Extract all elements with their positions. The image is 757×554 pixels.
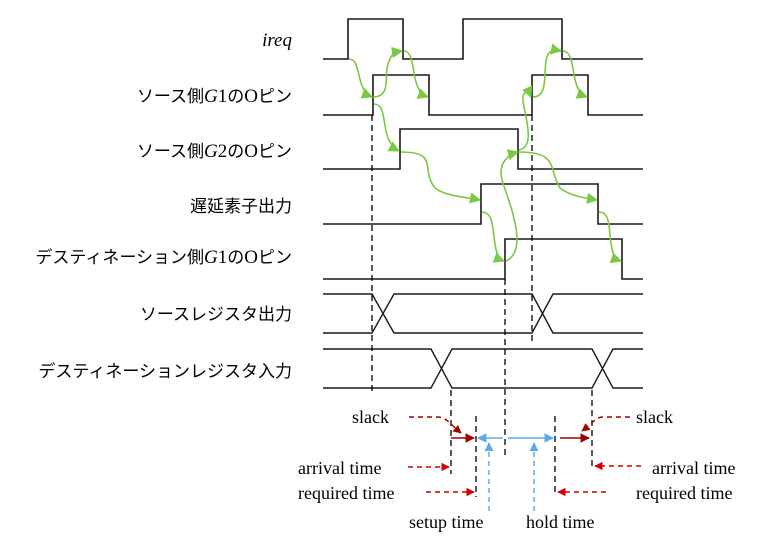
waveform-source-g1: [323, 74, 643, 116]
causal-arrow-ireq-to-g1-fall-2: [562, 50, 589, 99]
left-slack-pointer: [409, 416, 462, 434]
left-required-label: required time: [298, 483, 394, 503]
label-part: G: [204, 141, 218, 162]
label-part: O: [244, 247, 258, 268]
label-part: の: [227, 248, 244, 268]
label-source-g2-o-pin: ソース側G2のOピン: [137, 141, 292, 162]
label-part: ソース側: [137, 87, 204, 107]
waveform-delay-output: [323, 183, 643, 225]
label-destination-register-input: デスティネーションレジスタ入力: [38, 361, 292, 382]
waveforms: [323, 18, 643, 280]
causal-arrow-delay-to-dest-fall: [598, 211, 623, 264]
label-ireq: ireq: [262, 30, 292, 51]
causality-arrows: [348, 43, 623, 264]
right-slack-pointer: [581, 416, 630, 432]
causal-arrow-ireq-to-g1: [348, 58, 374, 99]
waveform-source-g2: [323, 128, 643, 170]
bus-destination-register: [323, 348, 643, 389]
causal-arrow-g1-to-ireq: [372, 46, 404, 98]
right-required-label: required time: [636, 483, 732, 503]
label-part: デスティネーションレジスタ入力: [38, 361, 292, 382]
waveform-destination-g1: [323, 238, 643, 280]
reference-lines: [371, 115, 593, 497]
hold-annotations: slack arrival time required time: [557, 407, 735, 503]
right-slack-label: slack: [636, 407, 673, 427]
causal-arrow-g2-to-delay: [400, 151, 482, 204]
causal-arrow-g1-to-g2: [373, 103, 400, 152]
setup-annotations: slack arrival time required time: [298, 407, 475, 503]
label-part: O: [244, 141, 258, 162]
causal-arrow-g1-to-ireq-2: [532, 43, 563, 98]
label-part: 遅延素子出力: [190, 197, 292, 217]
label-part: 1: [218, 86, 228, 107]
label-part: デスティネーション側: [35, 247, 204, 268]
right-arrival-label: arrival time: [652, 458, 735, 478]
label-part: ピン: [258, 248, 292, 268]
bus-source-register: [323, 293, 643, 334]
label-part: G: [204, 247, 218, 268]
label-part: ソースレジスタ出力: [140, 305, 292, 325]
causal-arrow-dest-to-g2: [500, 149, 520, 262]
label-source-g1-o-pin: ソース側G1のOピン: [137, 86, 292, 107]
label-part: 1: [218, 247, 228, 268]
label-destination-g1-o-pin: デスティネーション側G1のOピン: [35, 247, 292, 268]
causal-arrow-g2-to-delay-fall: [518, 151, 599, 204]
label-part: の: [227, 142, 244, 162]
left-slack-label: slack: [352, 407, 389, 427]
causal-arrow-delay-to-dest: [481, 211, 506, 263]
label-part: ソース側: [137, 142, 204, 162]
waveform-ireq: [323, 18, 643, 60]
label-part: 2: [218, 141, 228, 162]
label-delay-element-output: 遅延素子出力: [190, 197, 292, 217]
label-part: ireq: [262, 30, 292, 51]
label-part: G: [204, 86, 218, 107]
setup-time-label: setup time: [409, 512, 484, 532]
label-source-register-output: ソースレジスタ出力: [140, 305, 292, 325]
left-arrival-label: arrival time: [298, 458, 381, 478]
bus-waveforms: [323, 293, 643, 389]
label-part: O: [244, 86, 258, 107]
signal-labels: ireq ソース側G1のOピン ソース側G2のOピン 遅延素子出力 デスティネー…: [35, 30, 292, 382]
causal-arrow-ireq-to-g1-fall: [403, 50, 430, 99]
hold-time-label: hold time: [526, 512, 595, 532]
label-part: の: [227, 87, 244, 107]
setup-hold-arrows: setup time hold time: [409, 433, 595, 532]
label-part: ピン: [258, 142, 292, 162]
label-part: ピン: [258, 87, 292, 107]
causal-arrow-g2-to-g1: [518, 85, 533, 151]
